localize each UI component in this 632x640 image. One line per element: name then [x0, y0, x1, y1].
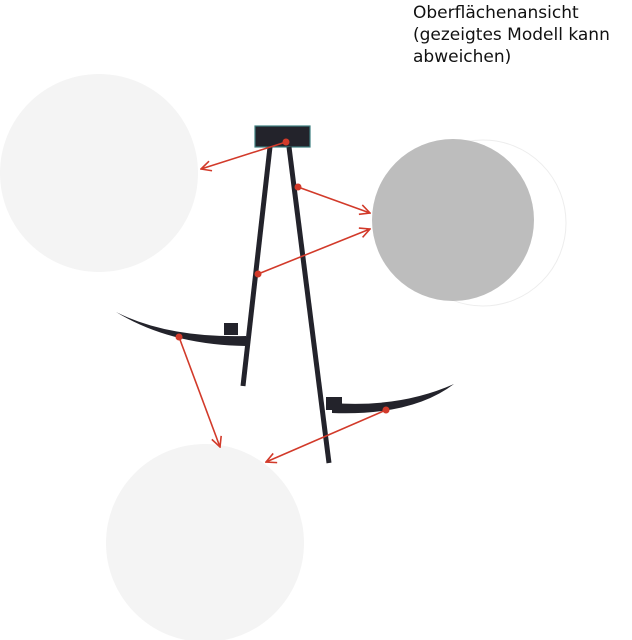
- arrow-rod-to-right-lower: [257, 229, 370, 275]
- swatch-top-left: [0, 74, 198, 272]
- arrow-origin-rod-left: [254, 270, 262, 278]
- arrow-shade-right-to-bottom: [266, 409, 387, 462]
- arrow-origin-rod-right: [294, 183, 302, 191]
- arrow-shade-left-to-bottom: [178, 336, 220, 447]
- lamp-joint-right: [326, 397, 342, 410]
- swatch-bottom: [106, 444, 304, 640]
- arrow-rod-to-right-upper: [297, 186, 370, 213]
- arrow-origin-canopy: [282, 138, 290, 146]
- pendant-lamp: [116, 125, 454, 464]
- caption-line-1: Oberflächenansicht: [413, 3, 579, 23]
- callout-arrows: [175, 138, 390, 463]
- lamp-joint-left: [224, 323, 238, 335]
- arrow-canopy-to-top-left: [201, 141, 287, 169]
- ceiling-canopy: [254, 125, 311, 148]
- lamp-shade-left: [116, 312, 246, 346]
- surface-view-caption: Oberflächenansicht (gezeigtes Modell kan…: [413, 2, 632, 68]
- lamp-rod-left: [240, 146, 273, 387]
- arrow-origin-shade-right: [382, 406, 390, 414]
- lamp-rod-right: [286, 146, 332, 464]
- caption-line-2: (gezeigtes Modell kann: [413, 25, 610, 45]
- caption-line-3: abweichen): [413, 47, 512, 67]
- lamp-shade-right: [332, 384, 454, 414]
- swatch-right: [372, 139, 534, 301]
- arrow-origin-shade-left: [175, 333, 183, 341]
